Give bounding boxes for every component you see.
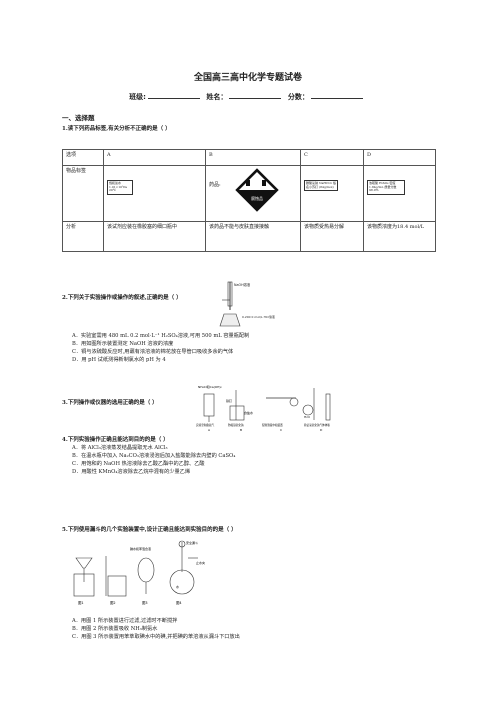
q4-option-a: A．将 AlCl₃溶液蒸发结晶提取无水 AlCl₃ bbox=[72, 445, 168, 451]
q2-option-a: A．实验室需用 480 mL 0.2 mol·L⁻¹ H₂SO₄溶液,可用 50… bbox=[72, 333, 250, 339]
q2-option-d: D．用 pH 试纸测得新制氯水的 pH 为 4 bbox=[72, 357, 166, 363]
q3-stem: 3.下列操作或仪器的选用正确的是（ ） bbox=[62, 400, 158, 407]
q4-option-c: C．用饱和的 NaOH 热溶液除去乙酸乙酯中的乙醇、乙酸 bbox=[72, 461, 205, 467]
name-label: 姓名： bbox=[206, 93, 228, 101]
q5-label-mixture: 碘水和苯混合液 bbox=[130, 546, 151, 551]
q3-letter-b: B bbox=[240, 428, 242, 432]
q3-label-reagent: NH₄Cl和Ca(OH)₂ bbox=[198, 384, 223, 389]
q5-label-water: 水 bbox=[176, 584, 179, 589]
q1-analysis-label: 分析 bbox=[62, 221, 104, 252]
q1-table: 选项 A B C D 物品标签 饱和氯水 1.01×10⁵Pa 20℃ 药品: bbox=[62, 149, 436, 252]
score-label: 分数： bbox=[287, 93, 309, 101]
q1-header-c: C bbox=[300, 149, 364, 166]
q3-label-nail: 铁钉 bbox=[226, 398, 232, 403]
q1-analysis-a: 该试剂应装在橡胶塞的细口瓶中 bbox=[103, 221, 206, 252]
q3-caption-c: 配制溶液中和装置 bbox=[262, 423, 283, 427]
name-blank[interactable] bbox=[229, 92, 282, 99]
q5-caption-4: 图4 bbox=[176, 601, 182, 605]
q3-label-water: H₂O bbox=[304, 415, 310, 419]
class-blank[interactable] bbox=[147, 92, 200, 99]
q3-caption-b: 防吸铁氧化钠 bbox=[228, 423, 244, 427]
q3-apparatus-figure: NH₄Cl和Ca(OH)₂ 铁钉 食盐水 H₂O 实验室制备氨气 防吸铁氧化钠 … bbox=[196, 384, 330, 432]
section-heading: 一、选择题 bbox=[62, 114, 95, 122]
q1-analysis-b: 该药品不能与皮肤直接接触 bbox=[205, 221, 301, 252]
q5-option-b: B．用图 2 所示装置吸收 NH₃制氨水 bbox=[72, 626, 158, 632]
page-title: 全国高三高中化学专题试卷 bbox=[193, 73, 302, 83]
q1-cell-b: 药品: 腐蚀品 bbox=[205, 165, 301, 222]
q1-cell-c: 碳酸氢钠 NaHCO₃ 俗名小苏打 (84g/mol) bbox=[300, 165, 364, 222]
q5-caption-3: 图3 bbox=[142, 601, 148, 605]
q2-titration-figure: NaOH溶液 0.200 0 mol/L HCl溶液 bbox=[219, 281, 275, 327]
q1-stem: 1.读下列药品标签,有关分析不正确的是（ ） bbox=[62, 126, 171, 133]
diamond-text: 腐蚀品 bbox=[251, 195, 263, 201]
q5-funnel-figure: 图1 图2 碘水和苯混合液 图3 安全漏斗 止水夹 水 图4 bbox=[73, 540, 205, 605]
q2-option-b: B．用如图所示装置测定 NaOH 溶液的浓度 bbox=[72, 341, 174, 347]
q3-letter-c: C bbox=[280, 428, 282, 432]
label-a-image: 饱和氯水 1.01×10⁵Pa 20℃ bbox=[107, 180, 133, 195]
q1-stem-text: 1.读下列药品标签,有关分析不正确的是（ ） bbox=[62, 126, 171, 132]
label-c-image: 碳酸氢钠 NaHCO₃ 俗名小苏打 (84g/mol) bbox=[304, 180, 338, 192]
b-prefix: 药品: bbox=[209, 182, 221, 188]
class-label: 班级: bbox=[129, 93, 146, 101]
q1-cell-a: 饱和氯水 1.01×10⁵Pa 20℃ bbox=[103, 165, 206, 222]
q5-caption-2: 图2 bbox=[110, 601, 116, 605]
q3-letter-a: A bbox=[208, 428, 211, 432]
q5-stem: 5.下列使用漏斗的几个实验装置中,设计正确且能达到实验目的的是（ ） bbox=[62, 527, 237, 534]
q1-analysis-d: 该物质浓度为18.4 mol/L bbox=[363, 221, 436, 252]
q4-stem-text: 4.下列实验操作正确且能达到目的的是（ ） bbox=[62, 437, 169, 443]
q3-stem-text: 3.下列操作或仪器的选用正确的是（ ） bbox=[62, 400, 158, 406]
q1-header-d: D bbox=[363, 149, 436, 166]
q1-row-label: 物品标签 bbox=[62, 165, 104, 222]
q5-label-clamp: 止水夹 bbox=[196, 560, 205, 565]
q1-analysis-c: 该物质受热易分解 bbox=[300, 221, 364, 252]
q4-option-d: D．用酸性 KMnO₄溶液除去乙烷中混有的少量乙烯 bbox=[72, 469, 191, 475]
q5-stem-text: 5.下列使用漏斗的几个实验装置中,设计正确且能达到实验目的的是（ ） bbox=[62, 527, 237, 533]
label-d-image: 浓硫酸 H₂SO₄ 密度1.84g/mL 质量分数98.0% bbox=[367, 180, 405, 195]
q2-fig-label2: 0.200 0 mol/L HCl溶液 bbox=[242, 314, 275, 319]
q5-option-a: A．用图 1 所示装置进行过滤,过滤时不断搅拌 bbox=[72, 618, 178, 624]
q2-stem: 2.下列关于实验操作或操作的叙述,正确的是（ ） bbox=[62, 295, 182, 302]
q2-fig-label1: NaOH溶液 bbox=[234, 282, 251, 287]
q3-label-saltwater: 食盐水 bbox=[244, 410, 253, 415]
score-blank[interactable] bbox=[310, 92, 363, 99]
q2-option-c: C．铜与浓硫酸反应时,用蘸有浓溶液的棉花放在导管口吸收多余的气体 bbox=[72, 349, 234, 355]
q5-label-funnel: 安全漏斗 bbox=[186, 540, 198, 545]
q2-stem-text: 2.下列关于实验操作或操作的叙述,正确的是（ ） bbox=[62, 295, 182, 301]
q4-stem: 4.下列实验操作正确且能达到目的的是（ ） bbox=[62, 437, 169, 444]
q5-option-c: C．用图 3 所示装置用苯萃取碘水中的碘,并把碘的苯溶液从漏斗下口放出 bbox=[72, 634, 240, 640]
q3-letter-d: D bbox=[320, 428, 323, 432]
q1-header-a: A bbox=[103, 149, 206, 166]
corrosive-diamond-icon: 腐蚀品 bbox=[235, 168, 279, 212]
q3-caption-d: 验证氢氧化钠气体体积 bbox=[304, 423, 330, 427]
q3-caption-a: 实验室制备氨气 bbox=[196, 423, 215, 427]
student-info-line: 班级: 姓名： 分数： bbox=[0, 92, 496, 102]
q5-caption-1: 图1 bbox=[78, 601, 84, 605]
q4-option-b: B．在温水瓶中加入 Na₂CO₃溶液浸泡后加入盐酸能除去内壁的 CaSO₄ bbox=[72, 453, 236, 459]
q1-header-option: 选项 bbox=[62, 149, 104, 166]
q1-header-b: B bbox=[205, 149, 301, 166]
q1-cell-d: 浓硫酸 H₂SO₄ 密度1.84g/mL 质量分数98.0% bbox=[363, 165, 436, 222]
